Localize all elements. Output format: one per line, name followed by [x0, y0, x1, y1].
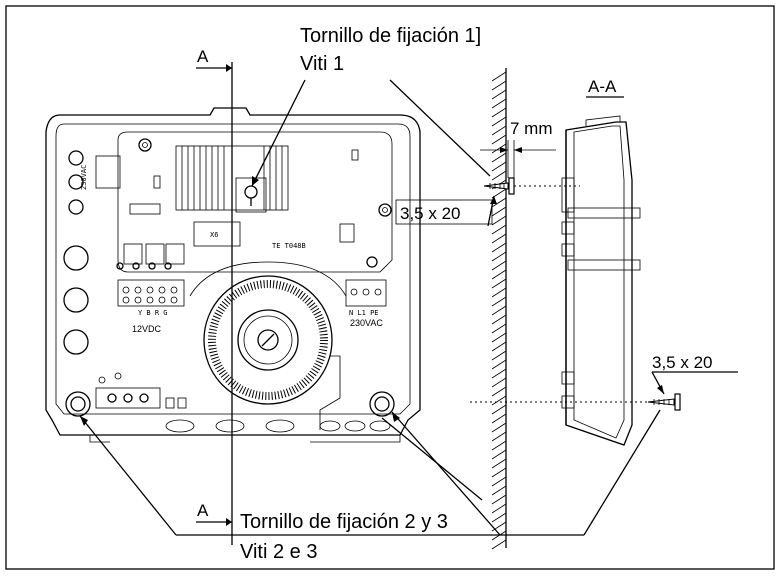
screw-23-label-es: Tornillo de fijación 2 y 3: [240, 511, 448, 533]
knockout-small-3: [68, 199, 84, 215]
wall-screw-lower: [647, 393, 681, 411]
screw-1-label-es: Tornillo de fijación 1]: [300, 25, 481, 47]
wall-hatch-line: [491, 296, 507, 307]
pcb-outline: [117, 131, 393, 273]
wall-hatch-line: [491, 242, 507, 253]
wall-hatch-line: [491, 125, 507, 136]
wall-hatch-line: [491, 377, 507, 388]
wall-hatch-line: [491, 395, 507, 406]
wall-hatch-line: [491, 206, 507, 217]
device-front-view: X6 TE T048B 230VAC Y B R G 12VDC N L1 PE: [45, 107, 421, 443]
wall-hatch-line: [491, 458, 507, 469]
vertical-230-label: 230VAC: [80, 165, 88, 190]
terminal-12v-label: 12VDC: [132, 324, 162, 334]
wall-hatch-line: [491, 476, 507, 487]
screw-size-box-1: [395, 199, 493, 225]
wall-hatch-line: [491, 521, 507, 532]
wall-hatch-line: [491, 305, 507, 316]
wall-hatch-line: [491, 341, 507, 352]
wall-hatch-line: [491, 503, 507, 514]
wall-hatch-line: [491, 80, 507, 91]
screw-1-label-it: Viti 1: [300, 53, 344, 75]
wall-hatch-line: [491, 512, 507, 523]
gap-dimension: [480, 140, 556, 178]
wall-hatch-line: [491, 368, 507, 379]
wall-hatch-line: [491, 89, 507, 100]
wall-hatch-line: [491, 197, 507, 208]
wall-hatch-line: [491, 278, 507, 289]
bottom-connector: [95, 387, 161, 409]
leader-screws-2-3: [79, 409, 661, 536]
fixing-hole-2: [65, 391, 91, 417]
leader-screw-1: [251, 79, 306, 187]
wall-hatch-line: [491, 170, 507, 181]
wall-section: [491, 68, 507, 550]
wall-hatch-line: [491, 107, 507, 118]
wall-hatch-line: [491, 98, 507, 109]
wall-hatch-line: [491, 530, 507, 541]
wall-screw-upper: [483, 177, 515, 195]
section-view-label: A-A: [588, 77, 617, 96]
wall-hatch-line: [491, 485, 507, 496]
wall-hatch-line: [491, 143, 507, 154]
wall-hatch-line: [491, 350, 507, 361]
knockout-large-1: [63, 245, 89, 271]
leader-wall-screw: [389, 79, 491, 177]
screw-size-label-2: 3,5 x 20: [652, 353, 713, 372]
wall-hatch-line: [491, 359, 507, 370]
wall-hatch-line: [491, 431, 507, 442]
gap-label: 7 mm: [510, 119, 553, 138]
wall-hatch-line: [491, 494, 507, 505]
screw-size-label-1: 3,5 x 20: [400, 204, 461, 223]
wall-hatch-line: [491, 422, 507, 433]
relay-x6: [193, 221, 241, 247]
board-code: TE T048B: [272, 242, 306, 250]
terminal-12v-pins: Y B R G: [138, 309, 168, 317]
wall-hatch-line: [491, 161, 507, 172]
section-view-housing: [561, 115, 641, 446]
wall-hatch-line: [491, 404, 507, 415]
wall-hatch-line: [491, 386, 507, 397]
section-line: [196, 62, 233, 545]
wall-hatch-line: [491, 539, 507, 550]
wall-hatch-line: [491, 467, 507, 478]
terminal-230-label: 230VAC: [350, 318, 383, 328]
wall-hatch-line: [491, 134, 507, 145]
section-marker-bottom: A: [197, 501, 209, 520]
wall-hatch-line: [491, 260, 507, 271]
terminal-230-pins: N L1 PE: [349, 309, 379, 317]
wall-hatch-line: [491, 287, 507, 298]
terminal-block-230vac: [345, 279, 387, 307]
wall-hatch-line: [491, 233, 507, 244]
toroidal-transformer: [203, 275, 333, 405]
screw-23-label-it: Viti 2 e 3: [240, 541, 317, 563]
section-marker-top: A: [197, 47, 209, 66]
wall-hatch-line: [491, 440, 507, 451]
fixing-hole-3: [369, 391, 395, 417]
keyhole-screw-slot: [244, 185, 258, 199]
wall-hatch-line: [491, 269, 507, 280]
wall-hatch-line: [491, 323, 507, 334]
wall-hatch-line: [491, 449, 507, 460]
knockout-small-1: [68, 150, 84, 166]
terminal-block-12vdc: [117, 279, 185, 307]
knockout-small-2: [68, 174, 84, 190]
wall-hatch-line: [491, 224, 507, 235]
diagram-frame: [5, 5, 775, 570]
knockout-large-2: [63, 287, 89, 313]
wall-hatch-line: [491, 251, 507, 262]
wall-hatch-line: [491, 215, 507, 226]
wall-hatch-line: [491, 71, 507, 82]
wall-hatch-line: [491, 116, 507, 127]
wall-hatch-line: [491, 332, 507, 343]
relay-label: X6: [210, 231, 218, 239]
wall-hatch-line: [491, 413, 507, 424]
wall-hatch-line: [491, 314, 507, 325]
wall-hatch-line: [491, 152, 507, 163]
knockout-large-3: [63, 329, 89, 355]
